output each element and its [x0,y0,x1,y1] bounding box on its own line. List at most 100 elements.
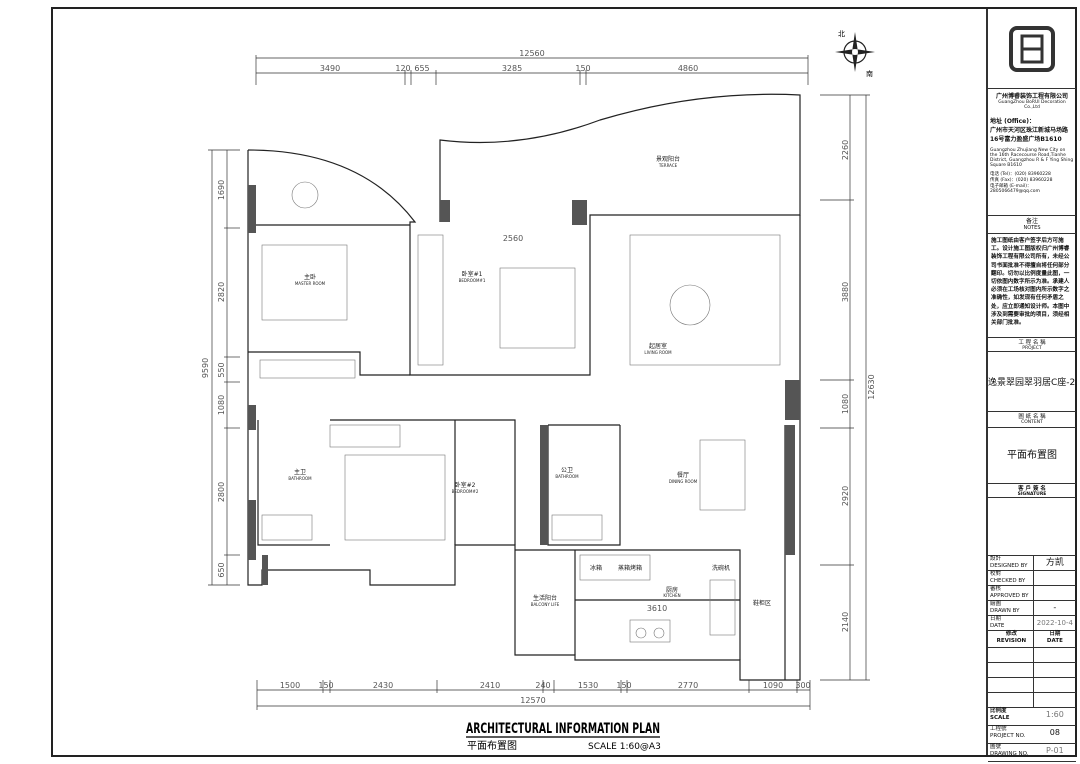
signature-label-cn: 客 戶 簽 名 [1018,486,1046,492]
bottom-dimensions [256,680,811,710]
notes-label-en: NOTES [1023,225,1041,231]
email: 电子邮箱 (E-mail)：2805066479@qq.com [990,184,1040,194]
plan-scale: SCALE 1:60@A3 [588,742,661,752]
room-terrace-en: TERRACE [658,163,678,168]
project-label-en: PROJECT [1022,346,1042,351]
dim-top-2: 120 [395,64,410,73]
drawing-no-label: 圖號 DRAWING NO. [990,744,1029,757]
project-header: 工 程 名 稱 PROJECT [988,338,1076,352]
content-label-cn: 圖 紙 名 稱 [1018,414,1046,420]
dim-bottom-3: 2430 [373,681,393,690]
label-oven: 蒸箱烤箱 [618,564,642,572]
drawn-value: - [1053,603,1057,612]
project-no-value: 08 [1049,728,1060,737]
project-no-label: 工程號 PROJECT NO. [990,726,1026,739]
dim-bottom-2: 150 [318,681,333,690]
revision-row [988,693,1076,708]
drawing-no-row: 圖號 DRAWING NO. P-01 [988,744,1076,762]
room-living-cn: 起居室 [649,342,667,350]
designed-value: 方凯 [1045,558,1064,568]
room-balcony-cn: 生活阳台 [533,594,557,602]
scale-label: 比例度 SCALE [990,708,1010,721]
left-dimensions [208,149,240,586]
room-kitchen-cn: 厨房 [666,586,678,594]
compass-south: 南 [866,69,873,78]
dim-top-1: 3490 [320,64,340,73]
fax: 传真 (Fax)：(020) 83960228 [990,178,1053,183]
address-en: Guangzhou Zhujiang New City on the 16th … [990,148,1074,168]
office-label: 地址 (Office)： [990,118,1035,125]
wall-columns [248,185,800,585]
revision-row [988,663,1076,678]
sheet-border [51,7,1077,757]
dim-top-4: 3285 [502,64,522,73]
dim-bottom-10: 300 [795,681,810,690]
signature-label-en: SIGNATURE [1017,492,1047,497]
dim-bottom-6: 1530 [578,681,598,690]
dim-right-total: 12630 [867,374,876,399]
room-terrace-cn: 景观阳台 [656,155,680,163]
content-header: 圖 紙 名 稱 CONTENT [988,412,1076,428]
notes-text: 施工图纸由客户签字后方可施工。设计施工图版权归广州博睿装饰工程有限公司所有，未经… [988,234,1076,338]
company-name-cn: 广州博睿装饰工程有限公司 [995,93,1068,100]
dim-bottom-8: 2770 [678,681,698,690]
room-bath1-cn: 主卫 [294,468,306,476]
date-value: 2022-10-4 [1036,619,1073,627]
room-bedroom2-en: BEDROOM#2 [452,489,479,494]
project-label-cn: 工 程 名 稱 [1018,340,1046,346]
room-dining-cn: 餐厅 [677,471,689,479]
dim-right-5: 2140 [841,612,850,632]
content-label-en: CONTENT [1021,420,1043,425]
scale-value: 1:60 [1045,710,1064,719]
drawing-no-value: P-01 [1046,746,1064,755]
room-master-cn: 主卧 [304,273,316,281]
dim-left-5: 2800 [217,482,226,502]
right-dimensions [820,94,870,681]
room-bath2-en: BATHROOM [555,474,579,479]
label-dishwasher: 洗碗机 [712,564,730,572]
room-bedroom1-cn: 卧室#1 [462,270,483,278]
tel: 电话 (Tel)：(020) 83960228 [990,172,1051,177]
company-info: 广州博睿装饰工程有限公司 GuangZhou BoRUI Decoration … [988,89,1076,216]
dim-bottom-7: 150 [616,681,631,690]
content-name: 平面布置图 [988,428,1076,484]
label-shoe-area: 鞋柜区 [753,599,771,607]
dim-right-4: 2920 [841,486,850,506]
revision-row [988,648,1076,663]
drawn-row: 繪圖 DRAWN BY - [988,601,1076,616]
designed-label: 設計 DESIGNED BY [988,556,1034,570]
dim-bottom-5: 240 [535,681,550,690]
checked-label: 校對 CHECKED BY [988,571,1034,585]
revision-header: 修改 REVISION 日期 DATE [988,631,1076,648]
notes-header: 备注 NOTES [988,216,1076,234]
room-kitchen-en: KITCHEN [663,593,680,598]
revision-row [988,678,1076,693]
dim-left-6: 650 [217,562,226,577]
dim-right-1: 2260 [841,140,850,160]
dim-left-4: 1080 [217,395,226,415]
dim-left-2: 2820 [217,282,226,302]
approved-row: 審核 APPROVED BY [988,586,1076,601]
room-dining-en: DINING ROOM [669,479,698,484]
room-bath2-cn: 公卫 [561,467,573,474]
plan-walls [247,93,801,681]
approved-label: 審核 APPROVED BY [988,586,1034,600]
revision-label: 修改 REVISION [988,631,1034,647]
date-label: 日期 DATE [988,616,1034,630]
dim-right-3: 1080 [841,394,850,414]
project-name: 逸景翠园翠羽居C座-202 [988,352,1076,412]
checked-row: 校對 CHECKED BY [988,571,1076,586]
room-bedroom1-en: BEDROOM#1 [459,278,486,283]
dim-bottom-1: 1500 [280,681,300,690]
room-bedroom2-cn: 卧室#2 [455,481,476,489]
dim-left-total: 9590 [201,358,210,378]
drawn-label: 繪圖 DRAWN BY [988,601,1034,615]
dim-right-2: 3880 [841,282,850,302]
room-balcony-en: BALCONY LIFE [531,602,560,607]
dim-bottom-total: 12570 [520,696,545,705]
company-logo [988,9,1076,89]
revision-date-label: 日期 DATE [1046,631,1063,644]
plan-title-en: ARCHITECTURAL INFORMATION PLAN [466,721,660,737]
